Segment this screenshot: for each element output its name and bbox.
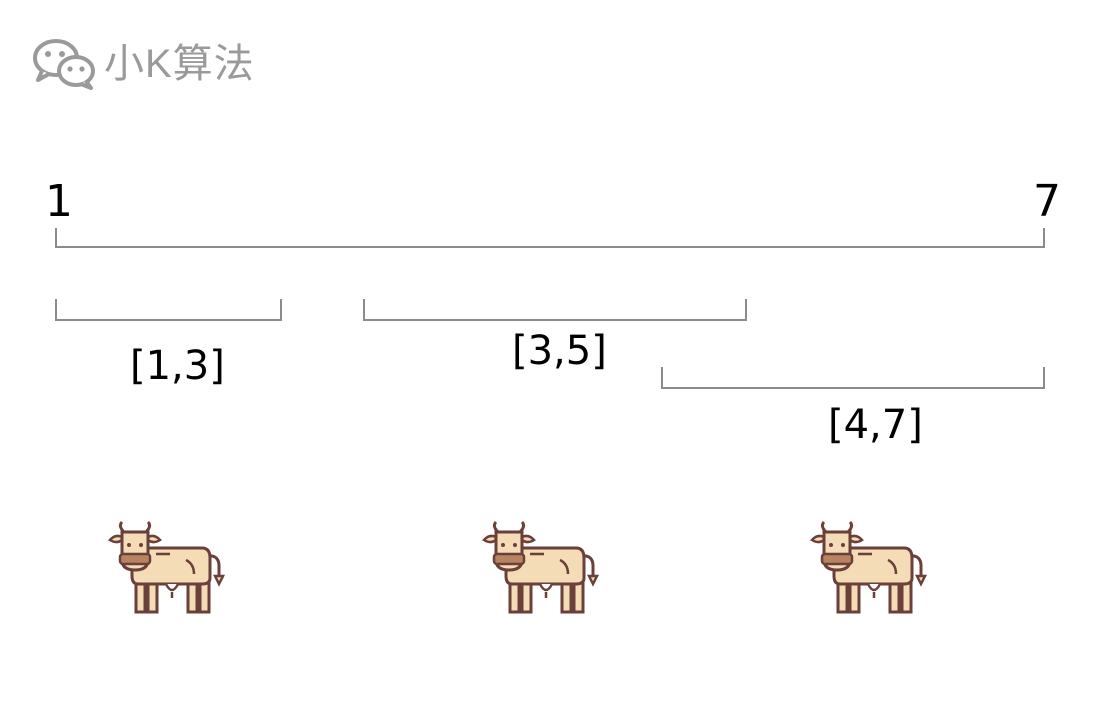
wechat-icon: [32, 38, 96, 90]
cow-icon: [108, 520, 225, 614]
interval-label-1-3: [1,3]: [130, 343, 225, 389]
range-bracket: [55, 228, 1045, 248]
cow-icon: [482, 520, 599, 614]
cow-icon: [810, 520, 927, 614]
interval-bracket-4-7: [661, 367, 1045, 389]
interval-bracket-3-5: [363, 299, 747, 321]
interval-bracket-1-3: [55, 299, 282, 321]
range-end-label: 7: [1033, 176, 1061, 227]
watermark: 小K算法: [32, 38, 255, 90]
interval-label-4-7: [4,7]: [828, 402, 923, 448]
interval-label-3-5: [3,5]: [512, 328, 607, 374]
watermark-text: 小K算法: [104, 42, 255, 86]
range-start-label: 1: [45, 176, 73, 227]
